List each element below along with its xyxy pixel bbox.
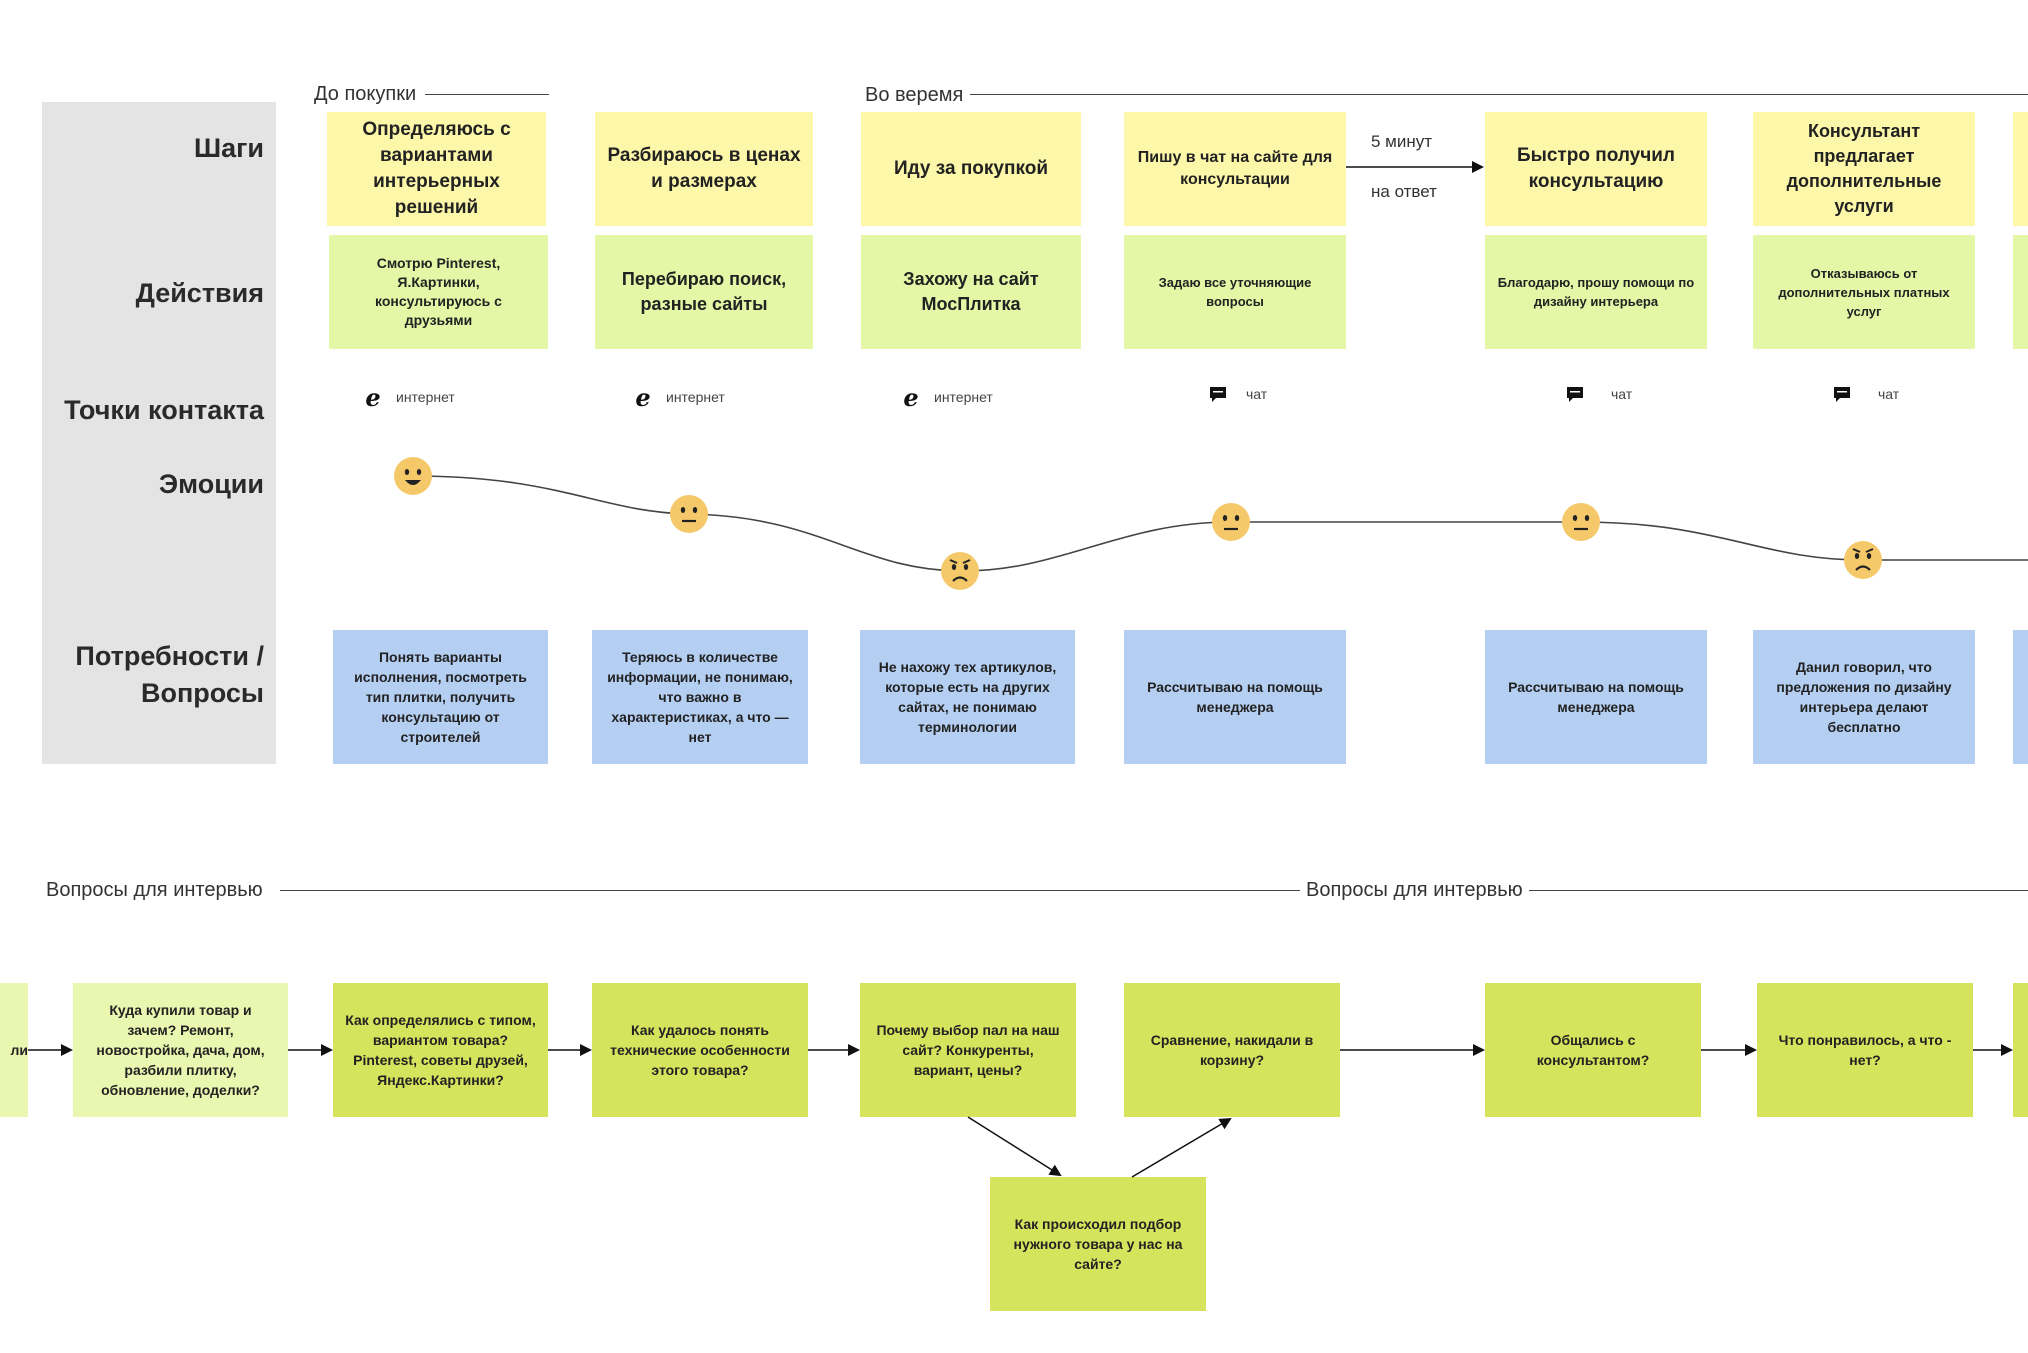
row-label-steps: Шаги [194,133,264,163]
interview-label-right: Вопросы для интервью [1300,879,1529,902]
question-note[interactable]: Как определялись с типом, вариантом това… [333,983,548,1117]
question-note-cut [2013,983,2028,1117]
action-note[interactable]: Отказываюсь от дополнительных платных ус… [1753,235,1975,349]
emoji-angry-icon [1844,541,1882,579]
transition-time: 5 минут [1371,132,1433,151]
question-note[interactable]: Что понравилось, а что - нет? [1757,983,1973,1117]
need-note[interactable]: Теряюсь в количестве информации, не пони… [592,630,808,764]
question-note[interactable]: Сравнение, накидали в корзину? [1124,983,1340,1117]
touchpoint-label: интернет [934,389,993,405]
emoji-angry-icon [941,552,979,590]
branch-arrow-up [1131,1117,1232,1178]
emoji-neutral-icon [1562,503,1600,541]
row-label-needs-line2: Вопросы [140,678,264,708]
question-note[interactable]: Как удалось понять технические особеннос… [592,983,808,1117]
branch-arrow-down [967,1116,1062,1177]
need-note[interactable]: Рассчитываю на помощь менеджера [1124,630,1346,764]
row-label-emotions: Эмоции [158,469,264,499]
touchpoint: чат [1208,385,1267,403]
step-note-cut [2013,112,2028,226]
question-note[interactable]: Куда купили товар и зачем? Ремонт, новос… [73,983,288,1117]
action-note[interactable]: Перебираю поиск, разные сайты [595,235,813,349]
action-note-cut [2013,235,2028,349]
internet-explorer-icon: e [635,382,651,412]
chat-icon [1832,385,1852,403]
question-note[interactable]: Общались с консультантом? [1485,983,1701,1117]
touchpoint-label: чат [1611,386,1633,402]
touchpoint: e интернет [362,382,455,412]
row-labels-panel: Шаги Действия Точки контакта Эмоции Потр… [42,102,276,764]
need-note-cut [2013,630,2028,764]
touchpoint: чат [1832,385,1899,403]
question-note-branch[interactable]: Как происходил подбор нужного товара у н… [990,1177,1206,1311]
touchpoint-label: чат [1246,386,1268,402]
touchpoint-label: интернет [666,389,725,405]
step-note[interactable]: Пишу в чат на сайте для консультации [1124,112,1346,226]
phase-before-label: До покупки [308,83,423,106]
phase-during-label: Во веремя [859,84,970,107]
touchpoint: чат [1565,385,1632,403]
action-note[interactable]: Смотрю Pinterest, Я.Картинки, консультир… [329,235,548,349]
action-note[interactable]: Захожу на сайт МосПлитка [861,235,1081,349]
question-note[interactable]: Почему выбор пал на наш сайт? Конкуренты… [860,983,1076,1117]
question-note-cut: ли [0,983,28,1117]
internet-explorer-icon: e [365,382,381,412]
need-note[interactable]: Рассчитываю на помощь менеджера [1485,630,1707,764]
emoji-neutral-icon [670,495,708,533]
step-note[interactable]: Разбираюсь в ценах и размерах [595,112,813,226]
step-note[interactable]: Иду за покупкой [861,112,1081,226]
interview-label-left: Вопросы для интервью [40,879,269,902]
touchpoint-label: чат [1878,386,1900,402]
chat-icon [1565,385,1585,403]
interview-line [280,890,2028,891]
step-note[interactable]: Определяюсь с вариантами интерьерных реш… [327,112,546,226]
transition-label: на ответ [1371,182,1437,201]
row-label-needs-line1: Потребности / [75,641,264,671]
need-note[interactable]: Не нахожу тех артикулов, которые есть на… [860,630,1075,764]
touchpoint-label: интернет [396,389,455,405]
action-note[interactable]: Благодарю, прошу помощи по дизайну интер… [1485,235,1707,349]
phase-before-line [425,94,549,95]
touchpoint: e интернет [632,382,725,412]
need-note[interactable]: Данил говорил, что предложения по дизайн… [1753,630,1975,764]
emoji-happy-icon [394,457,432,495]
step-note[interactable]: Консультант предлагает дополнительные ус… [1753,112,1975,226]
emotion-markers [394,457,1882,590]
need-note[interactable]: Понять варианты исполнения, посмотреть т… [333,630,548,764]
touchpoint: e интернет [900,382,993,412]
row-label-actions: Действия [135,278,264,308]
action-note[interactable]: Задаю все уточняющие вопросы [1124,235,1346,349]
chat-icon [1208,385,1228,403]
internet-explorer-icon: e [903,382,919,412]
phase-during-line [970,94,2028,95]
row-label-touchpoints: Точки контакта [64,395,264,425]
step-note[interactable]: Быстро получил консультацию [1485,112,1707,226]
emoji-neutral-icon [1212,503,1250,541]
